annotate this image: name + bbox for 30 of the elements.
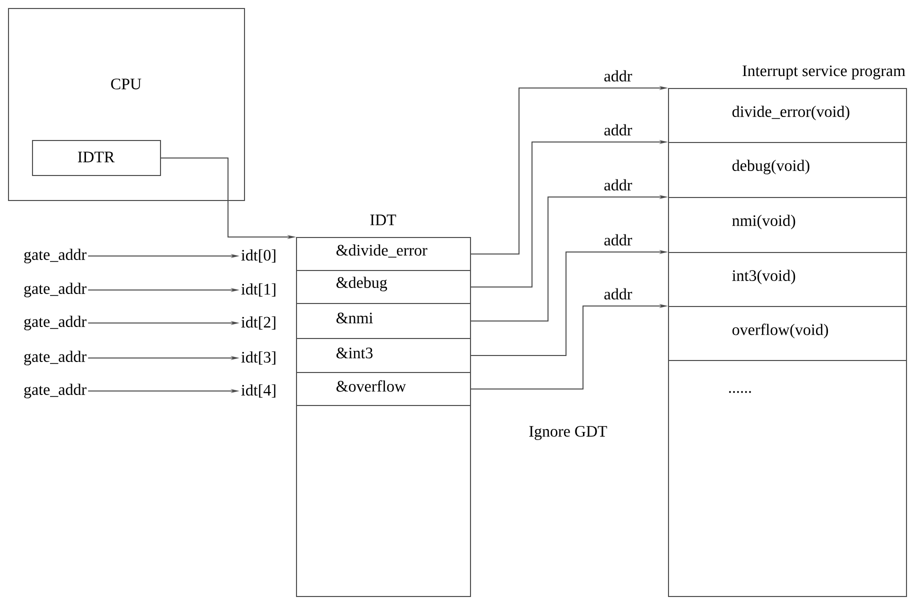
source-label: gate_addr (24, 316, 86, 330)
edge-label: addr (604, 70, 632, 82)
edge-label: addr (604, 179, 632, 190)
note-text: Ignore GDT (529, 426, 608, 440)
source-label: gate_addr (24, 248, 86, 264)
node-label: IDT (370, 214, 396, 226)
node-label: Interrupt service program (742, 65, 906, 80)
table-row: &overflow (296, 372, 471, 406)
entry-label: idt[1] (241, 283, 276, 297)
entry-label: idt[0] (241, 249, 276, 263)
entry-label: idt[2] (241, 316, 276, 330)
edge-label: addr (604, 124, 632, 136)
table-row: &debug (296, 270, 471, 304)
edge-label: addr (604, 234, 632, 246)
register-box: IDTR (32, 140, 161, 176)
table-row: divide_error(void) (668, 88, 907, 143)
table-row: int3(void) (668, 252, 907, 307)
table-row: debug(void) (668, 142, 907, 198)
source-label: gate_addr (24, 384, 86, 398)
table-row: overflow(void) (668, 306, 907, 361)
edge-label: addr (604, 288, 632, 300)
source-label: gate_addr (24, 282, 86, 298)
entry-label: idt[4] (241, 384, 276, 398)
table-row: &nmi (296, 303, 471, 339)
entry-label: idt[3] (241, 351, 276, 365)
ellipsis: ...... (729, 391, 751, 393)
table-row: nmi(void) (668, 197, 907, 253)
table-row: &divide_error (296, 237, 471, 271)
table-row: &int3 (296, 338, 471, 373)
source-label: gate_addr (24, 350, 86, 366)
